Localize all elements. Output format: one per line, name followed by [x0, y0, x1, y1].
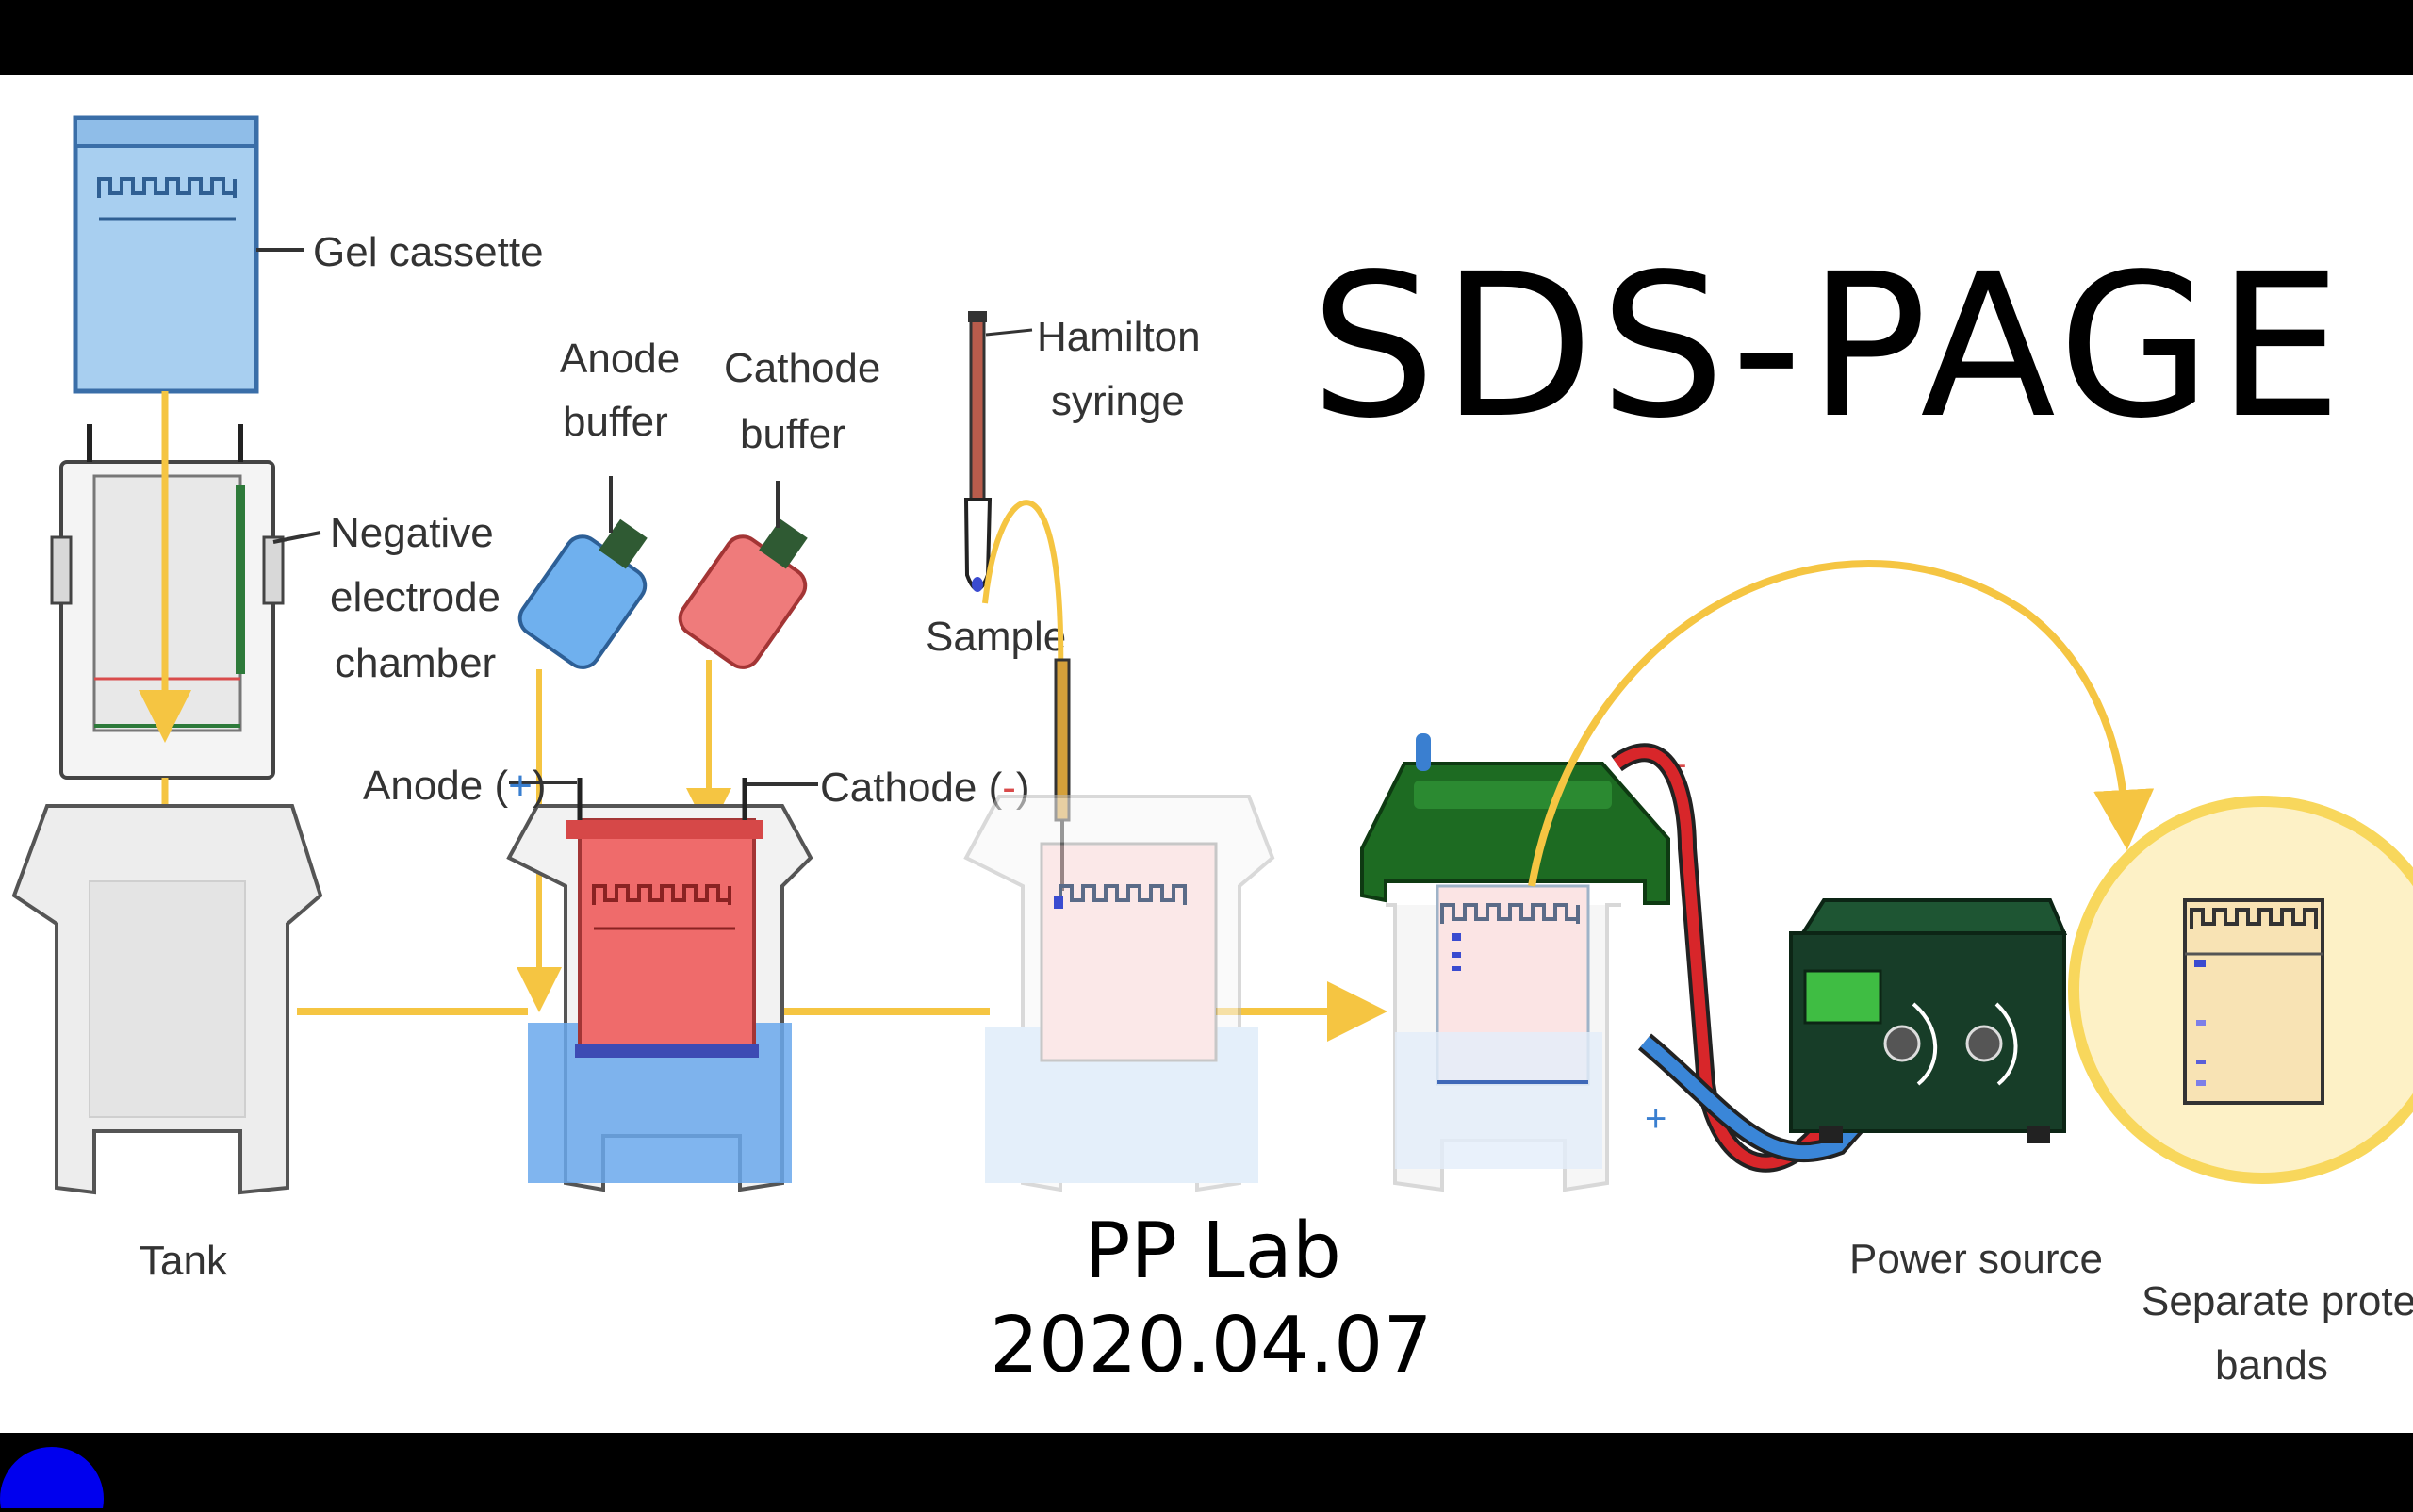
- gel-cassette-label: Gel cassette: [313, 229, 544, 275]
- cathode-buffer-label-line1: Cathode: [724, 345, 880, 391]
- lab-date: 2020.04.07: [990, 1301, 1433, 1390]
- chamber-label-line1: Negative: [330, 510, 494, 556]
- running-tank: [1386, 884, 1621, 1192]
- green-lid: [1360, 733, 1670, 905]
- cathode-buffer-bottle: [678, 518, 808, 669]
- corner-blue-dot: [0, 1447, 104, 1512]
- syringe-label-line1: Hamilton: [1037, 314, 1201, 360]
- anode-label: Anode (+): [363, 763, 546, 809]
- tank-label: Tank: [140, 1238, 228, 1284]
- chamber-leader: [272, 531, 321, 544]
- slide-background: [0, 75, 2413, 1433]
- sample-label: Sample: [926, 614, 1066, 660]
- result-label-line1: Separate protein: [2142, 1278, 2413, 1324]
- buffer-filled-tank: [506, 778, 813, 1192]
- arrow-sample-to-syringe: [982, 500, 1064, 811]
- separated-bands-result: [2068, 796, 2413, 1184]
- anode-buffer-label-line1: Anode: [560, 336, 680, 382]
- loading-wells: [1059, 884, 1187, 905]
- blue-cable: [1640, 1036, 1881, 1159]
- anode-buffer-label-line2: buffer: [563, 399, 668, 445]
- slide-title: SDS-PAGE: [1310, 231, 2348, 462]
- power-source: [1789, 898, 2068, 1143]
- result-label-line2: bands: [2215, 1342, 2328, 1389]
- loaded-sample: [1054, 896, 1063, 909]
- lab-name: PP Lab: [1084, 1207, 1341, 1296]
- tank: [11, 804, 323, 1195]
- arrow-running-to-result: [1528, 560, 2155, 887]
- gel-cassette: [73, 115, 259, 394]
- plus-marker: +: [1645, 1098, 1666, 1140]
- chamber-label-line2: electrode: [330, 574, 501, 620]
- cathode-buffer-label-line2: buffer: [740, 411, 845, 457]
- chamber-label-line3: chamber: [335, 640, 496, 686]
- power-source-label: Power source: [1849, 1236, 2103, 1282]
- syringe-leader: [985, 328, 1033, 337]
- loading-tank: [963, 795, 1275, 1192]
- minus-marker: -: [1676, 747, 1686, 782]
- anode-buffer-bottle: [517, 518, 648, 669]
- syringe-label-line2: syringe: [1051, 378, 1185, 424]
